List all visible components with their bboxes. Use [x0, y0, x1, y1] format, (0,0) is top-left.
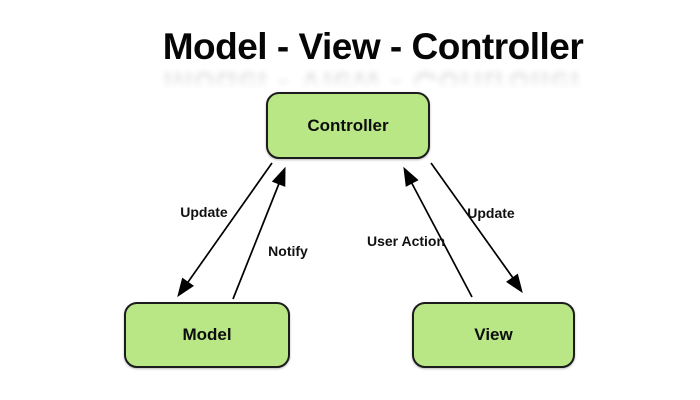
edge-update-left-arrowhead — [177, 277, 194, 298]
node-controller: Controller — [266, 92, 430, 159]
edge-notify-arrowhead — [271, 166, 286, 187]
node-view: View — [412, 302, 575, 368]
edge-label-user-action: User Action — [366, 233, 446, 249]
edge-label-update-right: Update — [467, 205, 515, 221]
edge-update-left — [177, 162, 273, 298]
edge-notify-line — [232, 175, 283, 300]
node-view-label: View — [474, 325, 513, 344]
node-controller-label: Controller — [307, 115, 389, 135]
edge-update-left-line — [180, 162, 273, 293]
edge-update-right-arrowhead — [506, 273, 523, 294]
node-model-label: Model — [182, 325, 232, 344]
node-model: Model — [124, 302, 290, 368]
edge-update-right — [430, 162, 523, 294]
edge-user-action — [403, 166, 473, 298]
edge-user-action-arrowhead — [403, 166, 419, 187]
edge-label-notify: Notify — [268, 243, 308, 259]
edge-notify — [232, 166, 286, 300]
edge-update-right-line — [430, 162, 519, 286]
edge-label-update-left: Update — [180, 204, 228, 220]
edge-user-action-line — [407, 175, 473, 298]
